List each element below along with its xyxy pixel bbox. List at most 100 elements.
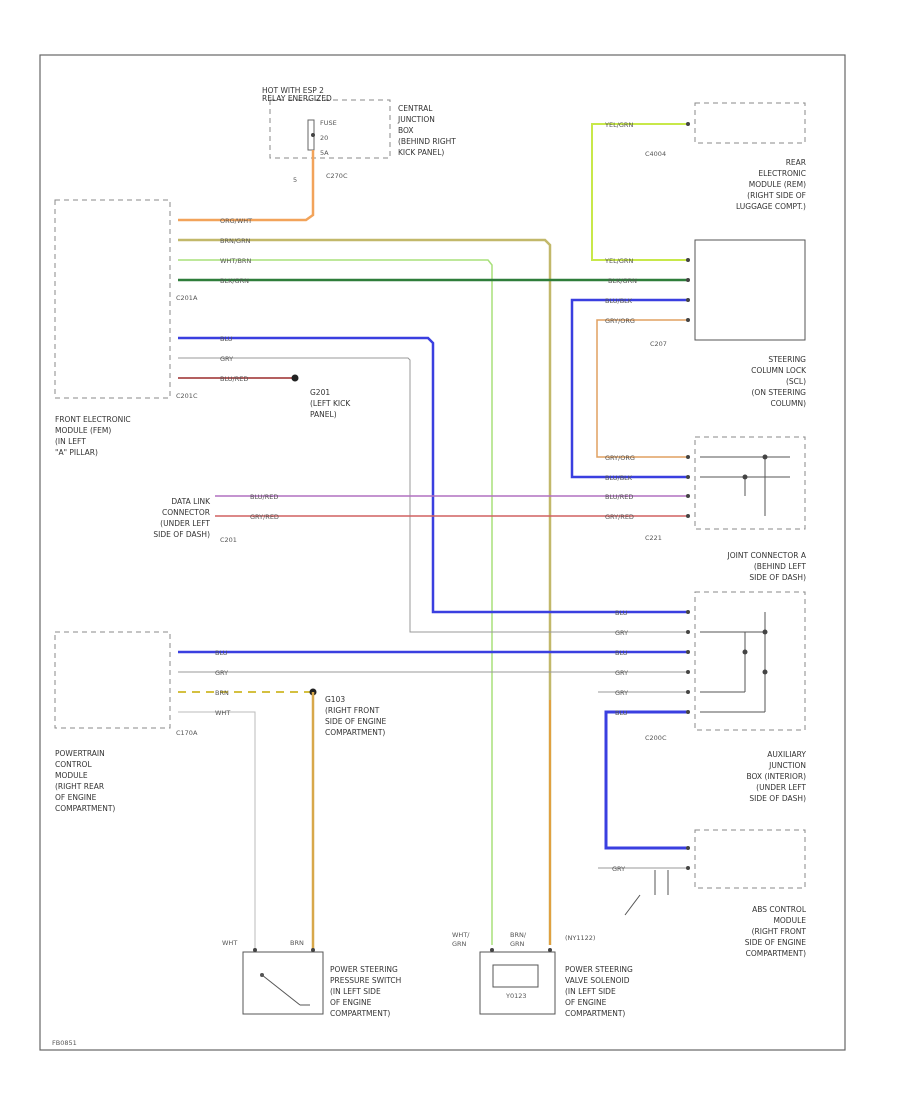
wire-gry-org <box>596 319 688 458</box>
rem-connector: C4004 <box>645 150 666 158</box>
svg-text:LUGGAGE COMPT.): LUGGAGE COMPT.) <box>736 202 806 211</box>
svg-text:COMPARTMENT): COMPARTMENT) <box>55 804 115 813</box>
wire-yel-grn-label-top: YEL/GRN <box>604 121 633 129</box>
relay-label-1: HOT WITH ESP 2 <box>262 86 324 95</box>
ps-switch-brn-label: BRN <box>290 939 304 947</box>
svg-text:(UNDER LEFT: (UNDER LEFT <box>756 783 806 792</box>
wire-gry-pcm-ajb-label: GRY <box>615 669 628 677</box>
wire-blu-pcm-ajb-label: BLU <box>615 649 628 657</box>
jc-a-label: JOINT CONNECTOR A (BEHIND LEFT SIDE OF D… <box>727 551 807 582</box>
wire-gry-ajb-label: GRY <box>615 629 628 637</box>
wire-wht-pcm <box>178 711 256 950</box>
wire-org-wht-label: ORG/WHT <box>220 217 252 225</box>
wire-wht-brn <box>178 259 493 945</box>
svg-text:(RIGHT FRONT: (RIGHT FRONT <box>752 927 807 936</box>
g201-label: G201 (LEFT KICK PANEL) <box>310 388 351 419</box>
wire-brn-label: BRN <box>215 689 229 697</box>
ps-solenoid-coil <box>492 964 539 988</box>
scl-connector: C207 <box>650 340 667 348</box>
svg-text:COMPARTMENT): COMPARTMENT) <box>325 728 385 737</box>
rem-top-outline <box>694 102 806 144</box>
svg-text:SIDE OF ENGINE: SIDE OF ENGINE <box>325 717 386 726</box>
fuse-number: 20 <box>320 134 328 142</box>
pcm-outline <box>54 631 171 729</box>
svg-text:(SCL): (SCL) <box>786 377 806 386</box>
svg-text:G201: G201 <box>310 388 330 397</box>
wire-blu-ajb-label: BLU <box>615 609 628 617</box>
solenoid-wht-grn-1: WHT/ <box>452 931 470 939</box>
wire-blu-blk-label: BLU/BLK <box>605 297 633 305</box>
wire-blu-fem <box>178 336 688 614</box>
wire-brn-grn <box>178 238 552 945</box>
svg-text:COMPARTMENT): COMPARTMENT) <box>330 1009 390 1018</box>
svg-text:BOX: BOX <box>398 126 414 135</box>
svg-text:OF ENGINE: OF ENGINE <box>55 793 97 802</box>
wire-gry-org-label-jc: GRY/ORG <box>605 454 635 462</box>
svg-text:(RIGHT SIDE OF: (RIGHT SIDE OF <box>747 191 806 200</box>
solenoid-ny-code: (NY1122) <box>565 934 595 942</box>
jc-a-connector: C221 <box>645 534 662 542</box>
wire-wht-brn-label: WHT/BRN <box>220 257 251 265</box>
svg-text:PRESSURE SWITCH: PRESSURE SWITCH <box>330 976 401 985</box>
central-junction-box-label: CENTRAL JUNCTION BOX (BEHIND RIGHT KICK … <box>397 104 456 157</box>
wire-blk-grn-label: BLK/GRN <box>220 277 249 285</box>
svg-text:STEERING: STEERING <box>768 355 806 364</box>
svg-text:COMPARTMENT): COMPARTMENT) <box>565 1009 625 1018</box>
svg-text:COLUMN): COLUMN) <box>771 399 807 408</box>
wire-gry-red-jc-label: GRY/RED <box>605 513 634 521</box>
svg-text:CENTRAL: CENTRAL <box>398 104 433 113</box>
central-junction-box-outline <box>269 99 391 159</box>
wire-gry-fem-label: GRY <box>220 355 233 363</box>
svg-text:(IN LEFT: (IN LEFT <box>55 437 86 446</box>
wire-blu-pcm-label: BLU <box>215 649 228 657</box>
svg-text:(LEFT KICK: (LEFT KICK <box>310 399 351 408</box>
fem-c201c: C201C <box>176 392 198 400</box>
svg-text:MODULE (FEM): MODULE (FEM) <box>55 426 111 435</box>
svg-text:SIDE OF DASH): SIDE OF DASH) <box>153 530 210 539</box>
svg-text:COMPARTMENT): COMPARTMENT) <box>746 949 806 958</box>
rem-label: REAR ELECTRONIC MODULE (REM) (RIGHT SIDE… <box>736 158 806 211</box>
footer-code: FB0851 <box>52 1039 77 1047</box>
svg-text:POWER STEERING: POWER STEERING <box>565 965 633 974</box>
svg-text:JUNCTION: JUNCTION <box>768 761 806 770</box>
wire-blk-grn-label-right: BLK/GRN <box>608 277 637 285</box>
wire-blu-ajb-abs-label: BLU <box>615 709 628 717</box>
svg-text:G103: G103 <box>325 695 345 704</box>
ajb-label: AUXILIARY JUNCTION BOX (INTERIOR) (UNDER… <box>747 750 807 803</box>
svg-text:(BEHIND LEFT: (BEHIND LEFT <box>754 562 807 571</box>
svg-text:AUXILIARY: AUXILIARY <box>767 750 806 759</box>
svg-text:KICK PANEL): KICK PANEL) <box>398 148 444 157</box>
ps-switch-contact <box>261 974 301 1006</box>
abs-outline <box>694 829 806 889</box>
svg-text:JUNCTION: JUNCTION <box>397 115 435 124</box>
wire-gry-ajb-abs-label: GRY <box>615 689 628 697</box>
wire-gry-pcm-label: GRY <box>215 669 228 677</box>
ajb-connector: C200C <box>645 734 667 742</box>
c270c-pin: 5 <box>293 176 297 184</box>
svg-text:"A" PILLAR): "A" PILLAR) <box>55 448 98 457</box>
svg-text:(IN LEFT SIDE: (IN LEFT SIDE <box>565 987 616 996</box>
c270c-label: C270C <box>326 172 348 180</box>
svg-text:SIDE OF ENGINE: SIDE OF ENGINE <box>745 938 806 947</box>
svg-text:JOINT CONNECTOR A: JOINT CONNECTOR A <box>727 551 807 560</box>
fem-c201a: C201A <box>176 294 198 302</box>
svg-text:DATA LINK: DATA LINK <box>171 497 211 506</box>
wire-brn-grn-label: BRN/GRN <box>220 237 251 245</box>
svg-text:(BEHIND RIGHT: (BEHIND RIGHT <box>398 137 456 146</box>
svg-text:OF ENGINE: OF ENGINE <box>565 998 607 1007</box>
fem-label: FRONT ELECTRONIC MODULE (FEM) (IN LEFT "… <box>55 415 131 457</box>
svg-text:CONTROL: CONTROL <box>55 760 92 769</box>
svg-text:ELECTRONIC: ELECTRONIC <box>758 169 806 178</box>
svg-text:POWERTRAIN: POWERTRAIN <box>55 749 105 758</box>
dlc-connector: C201 <box>220 536 237 544</box>
wire-yel-grn <box>591 123 688 261</box>
pcm-label: POWERTRAIN CONTROL MODULE (RIGHT REAR OF… <box>55 749 115 813</box>
svg-text:POWER STEERING: POWER STEERING <box>330 965 398 974</box>
wire-blu-red-label: BLU/RED <box>220 375 248 383</box>
svg-text:(RIGHT REAR: (RIGHT REAR <box>55 782 104 791</box>
wire-blu-blk <box>570 298 688 479</box>
svg-text:OF ENGINE: OF ENGINE <box>330 998 372 1007</box>
fem-outline <box>54 199 171 399</box>
ps-solenoid-outline <box>479 951 556 1015</box>
